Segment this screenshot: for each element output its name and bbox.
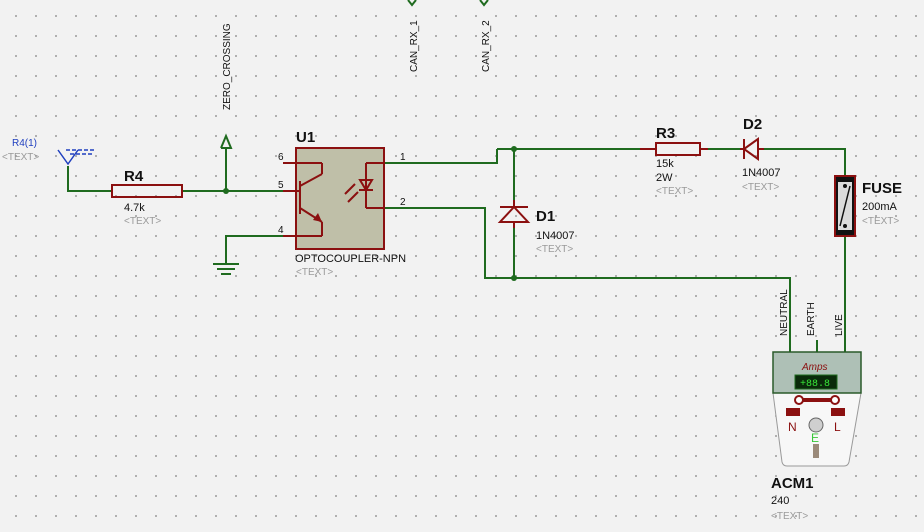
resistor-r3[interactable]: R3 15k 2W: [640, 125, 708, 184]
light-arrow-icon: [347, 191, 359, 203]
wire-u1-pin2[interactable]: [384, 207, 791, 352]
net-label-text: CAN_RX_1: [409, 20, 420, 72]
wire-label-live: LIVE: [834, 314, 845, 336]
fuse-wire-icon: [839, 185, 851, 227]
wire-d2-fuse[interactable]: [764, 148, 846, 176]
resistor-body: [655, 142, 701, 156]
diode-d1[interactable]: D1 1N4007 <TEXT>: [497, 200, 575, 255]
component-text-placeholder: <TEXT>: [296, 267, 333, 278]
wire-r4-input[interactable]: [67, 166, 112, 192]
junction-dot: [511, 275, 517, 281]
component-ref: D1: [536, 208, 555, 225]
resistor-body: [111, 184, 183, 198]
net-label-text: CAN_RX_2: [481, 20, 492, 72]
component-power: 2W: [656, 172, 673, 184]
component-value: 1N4007: [742, 167, 781, 179]
fuse[interactable]: FUSE 200mA <TEXT>: [834, 175, 902, 237]
optocoupler-u1[interactable]: 6 5 4 1 2 U1 OPTOCOUPLER-NPN <TEXT>: [278, 129, 406, 278]
component-value: 1N4007: [536, 230, 575, 242]
net-label-zero-crossing[interactable]: ZERO_CROSSING: [220, 23, 233, 149]
component-text-placeholder: <TEXT>: [742, 182, 779, 193]
wire-u1-pin1[interactable]: [384, 149, 498, 164]
component-ref: D2: [743, 116, 762, 133]
wire-u1-pin4-gnd[interactable]: [225, 235, 283, 264]
meter-label: Amps: [801, 362, 828, 373]
terminal-arrow-icon: [57, 149, 79, 166]
pin-number: 1: [400, 152, 406, 163]
component-ref: ACM1: [771, 475, 814, 492]
net-label-can-rx-1[interactable]: CAN_RX_1: [407, 0, 420, 72]
socket-label-l: L: [834, 420, 841, 434]
wire-label-neutral: NEUTRAL: [779, 289, 790, 336]
wires: [67, 146, 846, 352]
ground-icon: [213, 263, 239, 275]
ac-mains-acm1[interactable]: NEUTRAL EARTH LIVE Amps +88.8 N E L ACM1…: [771, 289, 862, 522]
component-text-placeholder: <TEXT>: [771, 511, 808, 522]
pin-number: 6: [278, 152, 284, 163]
resistor-r4[interactable]: R4 4.7k <TEXT>: [111, 168, 183, 227]
meter-display: [794, 374, 838, 390]
component-ref: R3: [656, 125, 675, 142]
socket-live-icon: [831, 408, 845, 416]
optocoupler-body: [295, 147, 385, 250]
terminal-name: R4(1): [12, 138, 37, 149]
junction-dot: [511, 146, 517, 152]
component-text-placeholder: <TEXT>: [656, 186, 693, 197]
junction-dot: [223, 188, 229, 194]
component-value: 240: [771, 495, 789, 507]
earth-pin: [813, 444, 819, 458]
net-label-text: ZERO_CROSSING: [222, 23, 233, 110]
component-text-placeholder: <TEXT>: [536, 244, 573, 255]
pin-number: 5: [278, 180, 284, 191]
net-label-can-rx-2[interactable]: CAN_RX_2: [479, 0, 492, 72]
light-arrow-icon: [344, 183, 356, 195]
component-ref: FUSE: [862, 180, 902, 197]
pin-number: 2: [400, 197, 406, 208]
socket-earth-icon: [808, 417, 824, 433]
component-text-placeholder: <TEXT>: [124, 216, 161, 227]
terminal-text-placeholder: <TEXT>: [2, 152, 39, 163]
component-value: 200mA: [862, 201, 898, 213]
diode-d2[interactable]: D2 1N4007 <TEXT>: [740, 116, 781, 193]
diode-icon: [497, 205, 531, 223]
component-ref: U1: [296, 129, 315, 146]
wire-label-earth: EARTH: [806, 302, 817, 336]
component-value: 4.7k: [124, 202, 145, 214]
socket-label-n: N: [788, 420, 797, 434]
meter-reading: +88.8: [800, 379, 830, 390]
component-text-placeholder: <TEXT>: [862, 216, 899, 227]
socket-label-e: E: [811, 431, 819, 445]
socket-neutral-icon: [786, 408, 800, 416]
pin-number: 4: [278, 225, 284, 236]
component-value: OPTOCOUPLER-NPN: [295, 253, 406, 265]
component-value: 15k: [656, 158, 674, 170]
terminal-r4-input[interactable]: R4(1) <TEXT>: [2, 138, 94, 166]
component-ref: R4: [124, 168, 144, 185]
